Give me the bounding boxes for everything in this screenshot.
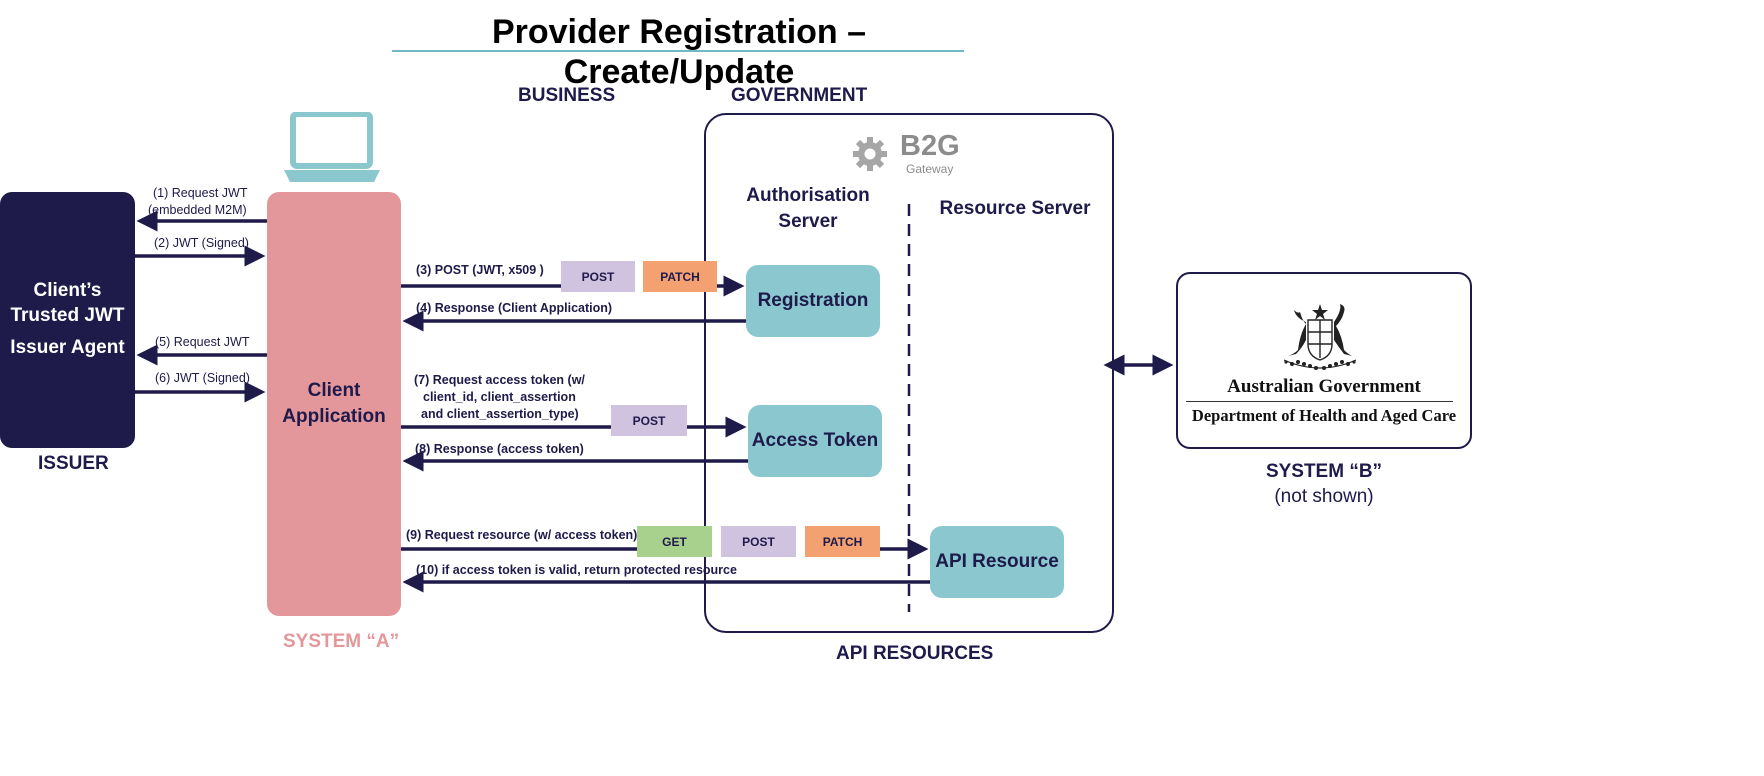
label-step-10: (10) if access token is valid, return pr… [416,563,737,577]
issuer-agent-box [0,192,135,448]
gov-org-name: Australian Government [1227,376,1421,397]
gateway-sub: Gateway [906,162,954,176]
diagram-title: Provider Registration – Create/Update [491,13,867,91]
label-step-5: (5) Request JWT [155,335,250,349]
gov-divider [1186,401,1453,402]
method-tag-post: POST [611,405,687,436]
auth-line-2: Server [778,211,838,232]
method-tag-post: POST [561,261,635,292]
method-tag-post: POST [721,526,796,557]
client-line-1: Client [307,380,361,401]
system-b-label: SYSTEM “B” [1265,461,1383,482]
label-step-3: (3) POST (JWT, x509 ) [416,263,544,277]
label-step-7b: client_id, client_assertion [423,390,576,404]
client-line-2: Application [282,406,386,427]
gateway-name: B2G [900,130,960,162]
method-tag-get: GET [637,526,712,557]
section-system-a: SYSTEM “A” [283,631,400,652]
client-application-label: Client Application [267,378,401,430]
label-step-8: (8) Response (access token) [415,442,584,456]
label-step-9: (9) Request resource (w/ access token) [406,528,638,542]
label-step-4: (4) Response (Client Application) [416,301,613,315]
label-step-1b: (embedded M2M) [148,203,247,217]
section-government: GOVERNMENT [731,85,868,106]
issuer-line-2: Trusted JWT [10,305,125,326]
label-step-1a: (1) Request JWT [153,186,248,200]
registration-endpoint: Registration [746,265,880,337]
system-b-note: (not shown) [1274,486,1374,507]
label-step-7c: and client_assertion_type) [421,407,579,421]
system-b-box [1176,272,1472,449]
gov-dept-name: Department of Health and Aged Care [1191,406,1457,425]
gear-icon [852,136,888,172]
laptop-icon [282,111,382,184]
label-step-2: (2) JWT (Signed) [154,236,249,250]
authorisation-server-header: Authorisation Server [733,183,883,235]
client-application-box [267,192,401,616]
section-issuer: ISSUER [38,453,109,474]
issuer-agent-label: Client’s Trusted JWT Issuer Agent [0,277,135,362]
section-api-resources: API RESOURCES [836,643,994,664]
issuer-line-1: Client’s [33,280,102,301]
access-token-endpoint: Access Token [748,405,882,477]
issuer-line-3: Issuer Agent [10,337,125,358]
title-underline [392,50,964,52]
label-step-6: (6) JWT (Signed) [155,371,250,385]
resource-server-header: Resource Server [939,198,1091,219]
method-tag-patch: PATCH [805,526,880,557]
label-step-7a: (7) Request access token (w/ [414,373,585,387]
auth-line-1: Authorisation [746,185,870,206]
section-business: BUSINESS [518,85,616,106]
api-resource-endpoint: API Resource [930,526,1064,598]
method-tag-patch: PATCH [643,261,717,292]
coat-of-arms-icon [1270,300,1370,376]
